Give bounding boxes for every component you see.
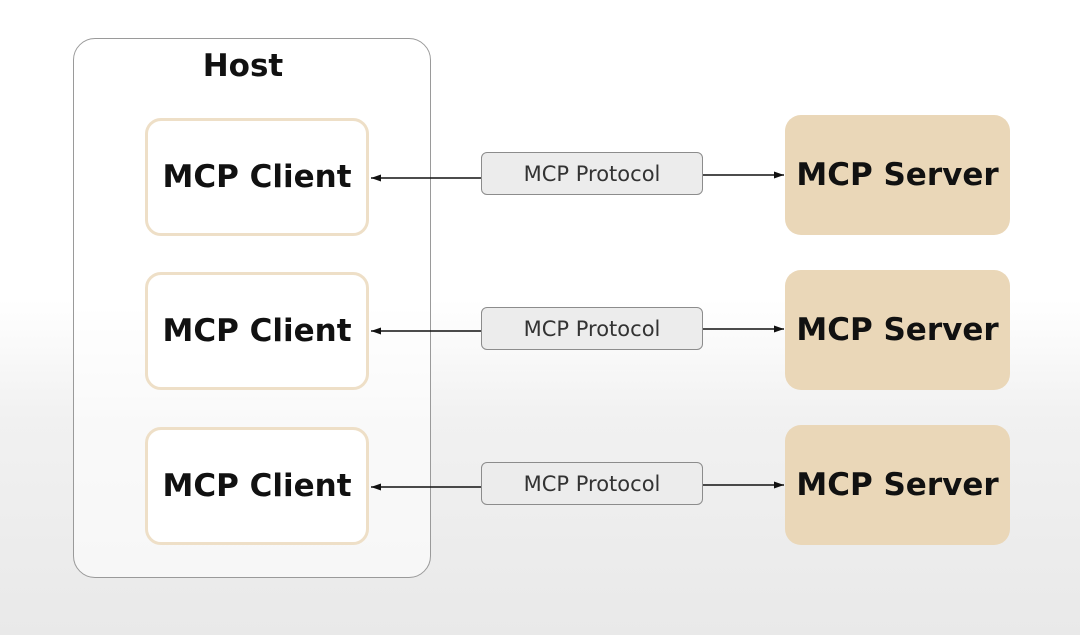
mcp-protocol-label-1: MCP Protocol xyxy=(481,152,703,195)
mcp-client-3: MCP Client xyxy=(145,427,369,545)
mcp-client-1: MCP Client xyxy=(145,118,369,236)
mcp-client-2: MCP Client xyxy=(145,272,369,390)
mcp-server-1: MCP Server xyxy=(785,115,1010,235)
mcp-protocol-label-2: MCP Protocol xyxy=(481,307,703,350)
mcp-server-3: MCP Server xyxy=(785,425,1010,545)
mcp-protocol-label-3: MCP Protocol xyxy=(481,462,703,505)
mcp-server-2: MCP Server xyxy=(785,270,1010,390)
host-title: Host xyxy=(202,48,284,84)
